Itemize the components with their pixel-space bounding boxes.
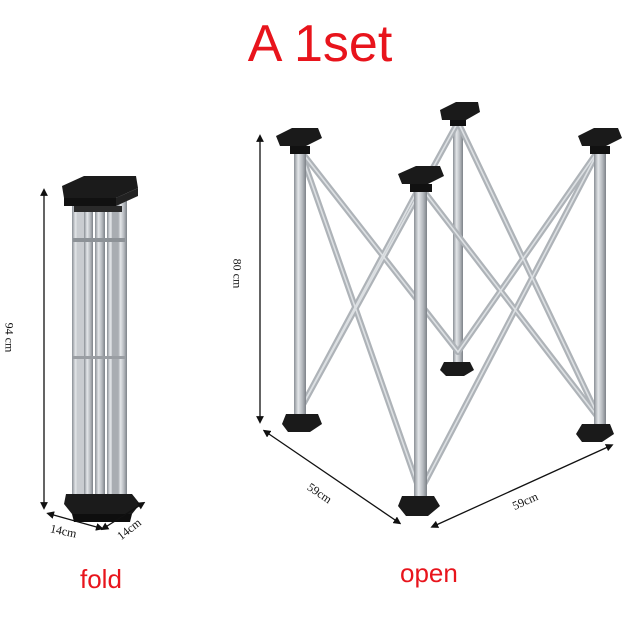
fold-caption: fold	[80, 564, 122, 594]
open-width-arrow	[262, 429, 402, 525]
open-depth-arrow	[430, 444, 614, 528]
open-caption: open	[400, 558, 458, 588]
page-title: A 1set	[247, 15, 393, 73]
open-stand	[276, 102, 622, 516]
folded-stand	[62, 176, 140, 522]
fold-depth-arrow	[100, 501, 146, 531]
fold-height-label: 94 cm	[2, 322, 17, 353]
fold-width-arrow	[46, 511, 104, 531]
open-height-label: 80 cm	[230, 258, 245, 289]
